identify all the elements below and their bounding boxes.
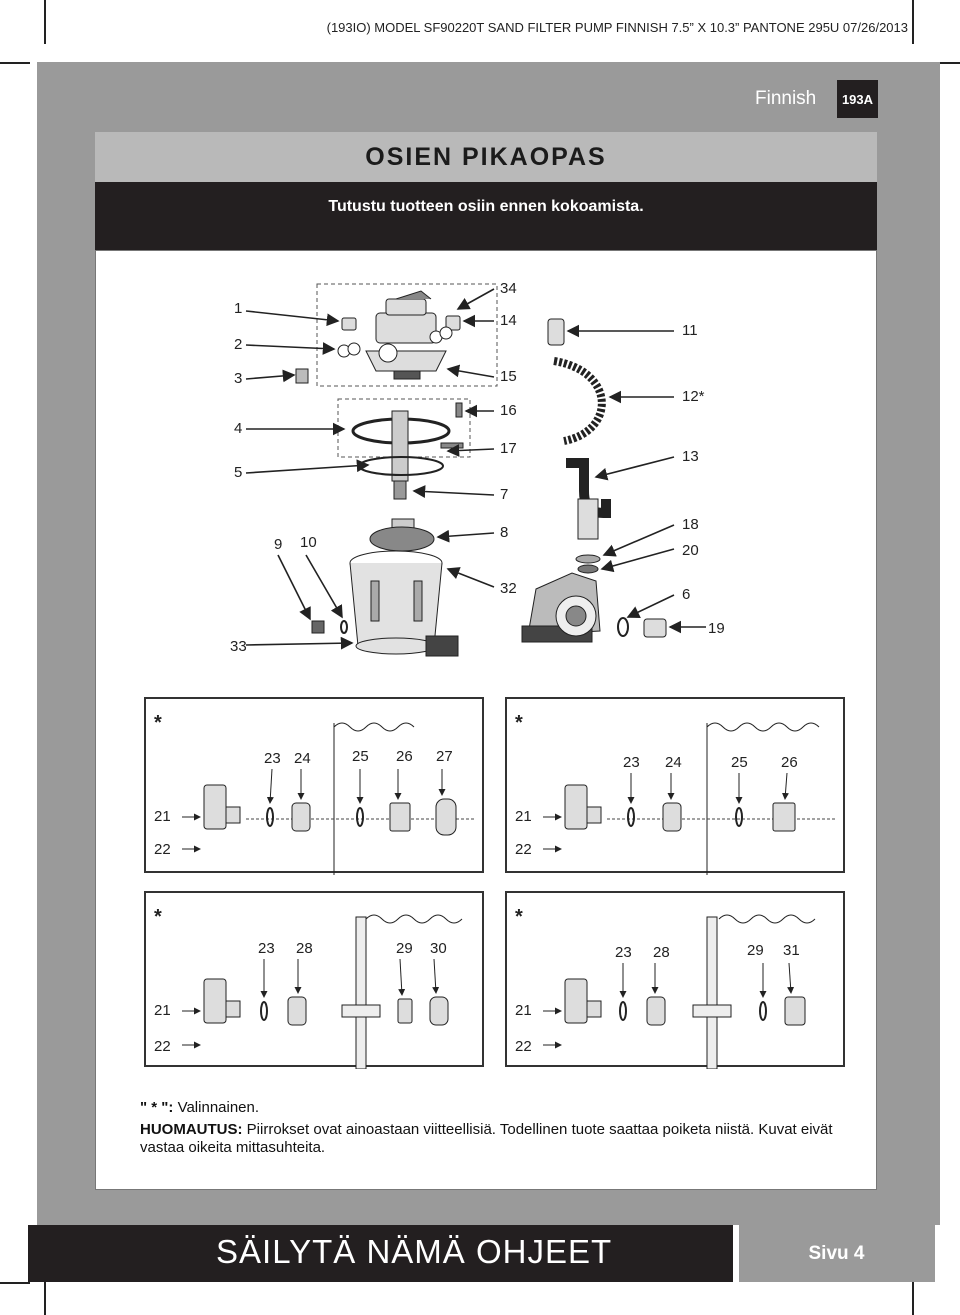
option-2-label-26: 26	[781, 754, 798, 771]
option-3-label-29: 29	[396, 940, 413, 957]
option-1-label-21: 21	[154, 808, 171, 825]
clamp-assembly-drawing	[351, 402, 464, 500]
filter-tank-drawing	[349, 550, 459, 657]
page-title: OSIEN PIKAOPAS	[365, 142, 607, 171]
option-1-label-25: 25	[352, 748, 369, 765]
option-3-label-23: 23	[258, 940, 275, 957]
footer-title: SÄILYTÄ NÄMÄ OHJEET	[216, 1233, 613, 1270]
footer-bar: SÄILYTÄ NÄMÄ OHJEET Sivu 4	[28, 1225, 940, 1282]
option-4-label-29: 29	[747, 942, 764, 959]
part-label-3: 3	[234, 370, 242, 387]
part-label-1: 1	[234, 300, 242, 317]
hose-fittings-drawing	[547, 318, 611, 574]
language-label: Finnish	[755, 88, 817, 109]
part-label-16: 16	[500, 402, 517, 419]
part-label-32: 32	[500, 580, 517, 597]
option-2-label-21: 21	[515, 808, 532, 825]
option-1-label-27: 27	[436, 748, 453, 765]
page-number: Sivu 4	[738, 1225, 935, 1282]
part-label-4: 4	[234, 420, 242, 437]
option-1-label-26: 26	[396, 748, 413, 765]
part-label-2: 2	[234, 336, 242, 353]
option-box-3: * 23 28 29 30	[144, 891, 484, 1069]
part-label-9: 9	[274, 536, 282, 553]
crop-mark	[0, 1282, 30, 1284]
optional-star: *	[515, 712, 523, 734]
note-text: Piirrokset ovat ainoastaan viitteellisiä…	[140, 1121, 833, 1156]
option-3-label-28: 28	[296, 940, 313, 957]
option-4-label-21: 21	[515, 1002, 532, 1019]
pump-drawing	[521, 572, 667, 643]
option-2-label-23: 23	[623, 754, 640, 771]
part-label-20: 20	[682, 542, 699, 559]
option-4-label-28: 28	[653, 944, 670, 961]
part-label-33: 33	[230, 638, 247, 655]
part-label-14: 14	[500, 312, 517, 329]
option-1-label-22: 22	[154, 841, 171, 858]
page-code-badge: 193A	[837, 80, 878, 118]
crop-mark	[930, 62, 960, 64]
optional-key: " * ":	[140, 1099, 174, 1116]
lateral-hub-drawing	[369, 518, 435, 552]
option-2-drawing: * 23 24 25 26	[515, 712, 837, 875]
option-3-label-30: 30	[430, 940, 447, 957]
option-4-label-23: 23	[615, 944, 632, 961]
exploded-parts-diagram: 1 2 3 4 5 9 10 33 34 14 15 16 17 7 8 32 …	[230, 280, 725, 657]
option-1-drawing: * 23 24	[154, 712, 476, 875]
page-subtitle: Tutustu tuotteen osiin ennen kokoamista.	[328, 198, 644, 215]
crop-mark	[912, 1282, 914, 1315]
option-4-drawing: * 23 28 29 31	[515, 906, 816, 1069]
option-2-label-22: 22	[515, 841, 532, 858]
option-1-label-24: 24	[294, 750, 311, 767]
option-4-label-22: 22	[515, 1038, 532, 1055]
crop-mark	[44, 0, 46, 44]
notes-section: " * ": Valinnainen. HUOMAUTUS: Piirrokse…	[140, 1099, 840, 1157]
option-box-2: * 23 24 25 26	[505, 697, 845, 875]
part-label-17: 17	[500, 440, 517, 457]
part-label-5: 5	[234, 464, 242, 481]
part-label-11: 11	[682, 322, 698, 339]
part-label-19: 19	[708, 620, 725, 637]
multiport-valve-drawing	[295, 290, 461, 384]
part-label-12: 12*	[682, 388, 705, 405]
part-label-10: 10	[300, 534, 317, 551]
optional-star: *	[154, 906, 162, 928]
note-key: HUOMAUTUS:	[140, 1121, 243, 1138]
option-3-drawing: * 23 28 29 30	[154, 906, 463, 1069]
parts-panel: 1 2 3 4 5 9 10 33 34 14 15 16 17 7 8 32 …	[95, 250, 877, 1190]
part-label-13: 13	[682, 448, 699, 465]
crop-mark	[912, 0, 914, 44]
part-label-6: 6	[682, 586, 690, 603]
footer-page-box: Sivu 4	[733, 1225, 940, 1282]
part-label-7: 7	[500, 486, 508, 503]
option-4-label-31: 31	[783, 942, 800, 959]
crop-mark	[0, 62, 30, 64]
title-band: OSIEN PIKAOPAS	[95, 132, 877, 182]
subtitle-band: Tutustu tuotteen osiin ennen kokoamista.	[95, 182, 877, 250]
optional-text: Valinnainen.	[173, 1099, 260, 1116]
optional-star: *	[154, 712, 162, 734]
option-box-4: * 23 28 29 31	[505, 891, 845, 1069]
option-3-label-22: 22	[154, 1038, 171, 1055]
option-2-label-24: 24	[665, 754, 682, 771]
part-label-34: 34	[500, 280, 517, 297]
optional-star: *	[515, 906, 523, 928]
crop-mark	[44, 1282, 46, 1315]
part-label-15: 15	[500, 368, 517, 385]
part-label-18: 18	[682, 516, 699, 533]
optional-note: " * ": Valinnainen.	[140, 1099, 840, 1117]
option-3-label-21: 21	[154, 1002, 171, 1019]
print-header: (193IO) MODEL SF90220T SAND FILTER PUMP …	[326, 20, 908, 35]
disclaimer-note: HUOMAUTUS: Piirrokset ovat ainoastaan vi…	[140, 1121, 840, 1157]
option-2-label-25: 25	[731, 754, 748, 771]
option-box-1: * 23 24	[144, 697, 484, 875]
part-label-8: 8	[500, 524, 508, 541]
option-1-label-23: 23	[264, 750, 281, 767]
